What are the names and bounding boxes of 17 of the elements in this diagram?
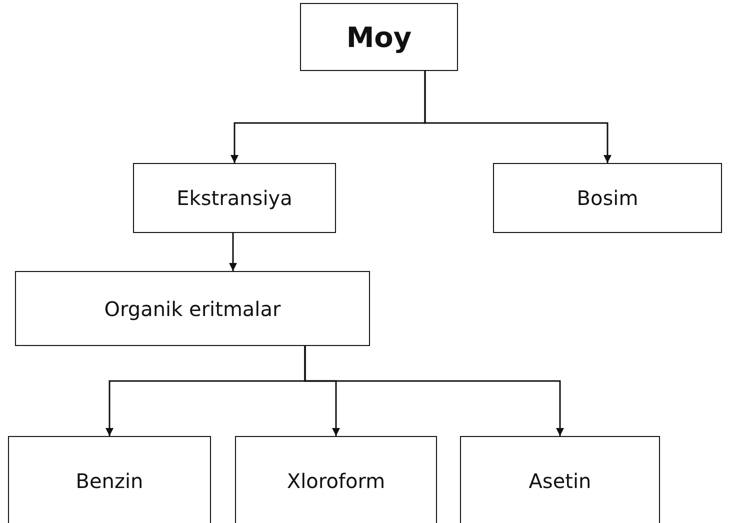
process-box [8, 436, 211, 523]
node-label: Bosim [576, 186, 638, 210]
process-box [460, 436, 660, 523]
connector-arrow [424, 71, 612, 163]
node-label: Xloroform [286, 469, 386, 493]
process-box [15, 271, 370, 346]
connector-arrow [304, 346, 564, 436]
node-label: Ekstransiya [176, 186, 292, 210]
node-label: Benzin [76, 469, 144, 493]
connector-arrow [229, 233, 237, 271]
process-box [133, 163, 336, 233]
node-label: Organik eritmalar [104, 296, 281, 320]
node-label: Asetin [528, 469, 592, 493]
process-box [300, 3, 458, 71]
node-label: Moy [346, 20, 412, 54]
process-box [493, 163, 722, 233]
process-box [235, 436, 437, 523]
